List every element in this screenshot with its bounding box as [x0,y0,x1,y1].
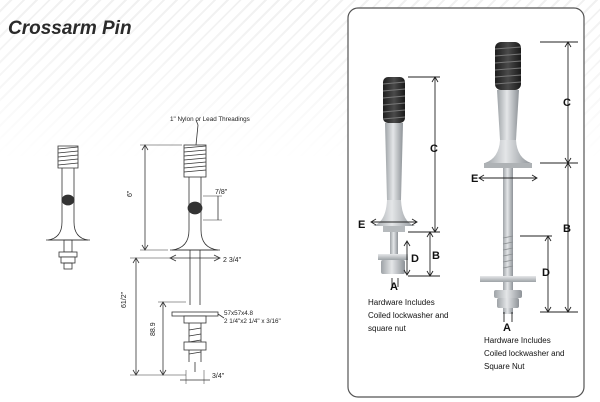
bolt-length-dim: 61/2" [121,291,128,308]
collar-width-dim: 7/8" [215,189,228,196]
label-a-small: A [390,281,398,293]
label-a-large: A [503,322,511,334]
drawing-labels: 1" Nylon or Lead Threadings 6" 7/8" 2 3/… [121,116,281,380]
photo-dimension-lines [370,41,578,322]
label-e-small: E [358,219,365,231]
thread-length-dim: 88.9 [150,322,157,336]
label-b-large: B [563,223,571,235]
small-pin-drawing [46,145,90,270]
photo-panel-frame [347,7,585,398]
overall-height-dim: 6" [127,190,134,197]
large-pin-photo [480,42,536,314]
label-b-small: B [432,250,440,262]
label-e-large: E [471,173,478,185]
left-caption-line: square nut [368,324,407,333]
right-photo-caption: Hardware Includes Coiled lockwasher and … [484,336,565,371]
dimensioned-drawing [130,119,225,384]
label-c-small: C [430,143,438,155]
left-caption-line: Hardware Includes [368,298,435,307]
left-photo-caption: Hardware Includes Coiled lockwasher and … [368,298,449,333]
page-title: Crossarm Pin [8,18,132,39]
right-caption-line: Square Nut [484,362,525,371]
small-pin-photo [373,77,415,274]
washer-imperial-dim: 2 1/4"x2 1/4" x 3/16" [224,318,281,325]
label-d-large: D [542,267,550,279]
label-d-small: D [411,253,419,265]
photo-letters: C E D B A C E B D A [358,97,571,334]
label-c-large: C [563,97,571,109]
right-caption-line: Coiled lockwasher and [484,349,565,358]
left-caption-line: Coiled lockwasher and [368,311,449,320]
shank-length-dim: 2 3/4" [223,257,242,264]
washer-size-dim: 57x57x4.8 [224,310,254,317]
threading-note: 1" Nylon or Lead Threadings [170,116,250,123]
right-caption-line: Hardware Includes [484,336,551,345]
bolt-diameter-dim: 3/4" [212,373,225,380]
